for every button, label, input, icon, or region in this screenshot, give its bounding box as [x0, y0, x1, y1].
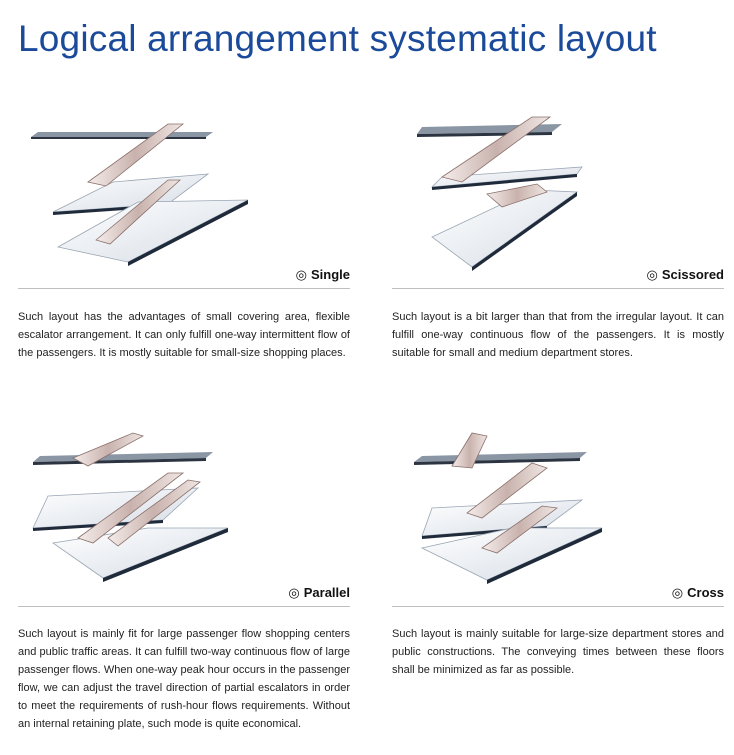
scissored-illustration [392, 112, 724, 271]
parallel-illustration [18, 428, 350, 582]
divider [392, 288, 724, 289]
caption-cross: ◎Cross [671, 585, 724, 600]
bullet-icon: ◎ [295, 267, 307, 282]
caption-single: ◎Single [295, 267, 350, 282]
divider [18, 606, 350, 607]
divider [392, 606, 724, 607]
bullet-icon: ◎ [288, 585, 300, 600]
description-single: Such layout has the advantages of small … [18, 311, 350, 359]
bullet-icon: ◎ [646, 267, 658, 282]
description-cross: Such layout is mainly suitable for large… [392, 628, 724, 676]
page-title: Logical arrangement systematic layout [18, 18, 657, 59]
description-scissored: Such layout is a bit larger than that fr… [392, 311, 724, 359]
divider [18, 288, 350, 289]
single-illustration [18, 112, 350, 266]
caption-scissored: ◎Scissored [646, 267, 725, 282]
cross-illustration [392, 428, 724, 584]
caption-parallel: ◎Parallel [288, 585, 350, 600]
bullet-icon: ◎ [671, 585, 684, 600]
description-parallel: Such layout is mainly fit for large pass… [18, 628, 350, 730]
